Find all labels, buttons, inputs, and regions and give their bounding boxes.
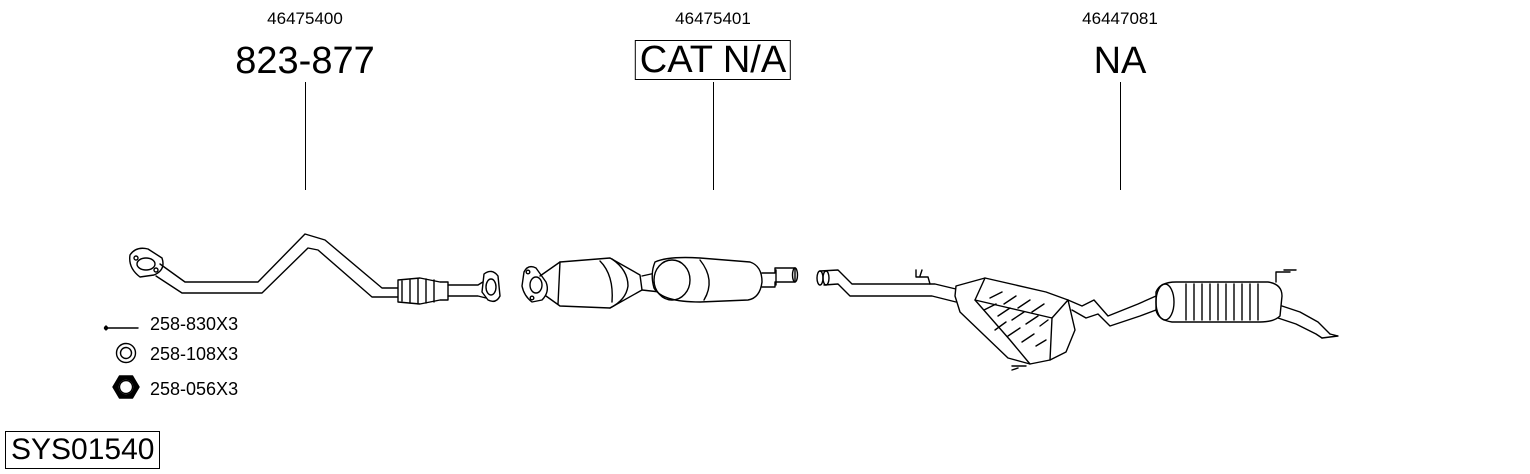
part-1-leader-line: [305, 82, 306, 190]
catalytic-converter: [521, 256, 799, 309]
fitting-label-washer: 258-108X3: [150, 344, 239, 364]
part-2-oe-number: 46475401: [675, 9, 751, 28]
washer-icon: [115, 342, 137, 364]
part-1-code: 823-877: [235, 40, 375, 82]
part-2-leader-line: [713, 82, 714, 190]
front-pipe: [129, 233, 501, 305]
part-3-leader-line: [1120, 82, 1121, 190]
part-1-oe-number: 46475400: [267, 9, 343, 28]
part-2-code: CAT N/A: [634, 40, 792, 80]
system-id-label: SYS01540: [5, 431, 161, 469]
part-3-code: NA: [1093, 40, 1147, 82]
rear-silencer-assembly: [816, 269, 1339, 371]
fitting-label-nut: 258-056X3: [150, 379, 239, 399]
part-3-oe-number: 46447081: [1082, 9, 1158, 28]
hex-nut-icon: [112, 375, 140, 399]
bolt-icon: [103, 325, 139, 331]
fitting-label-bolt: 258-830X3: [150, 314, 239, 334]
